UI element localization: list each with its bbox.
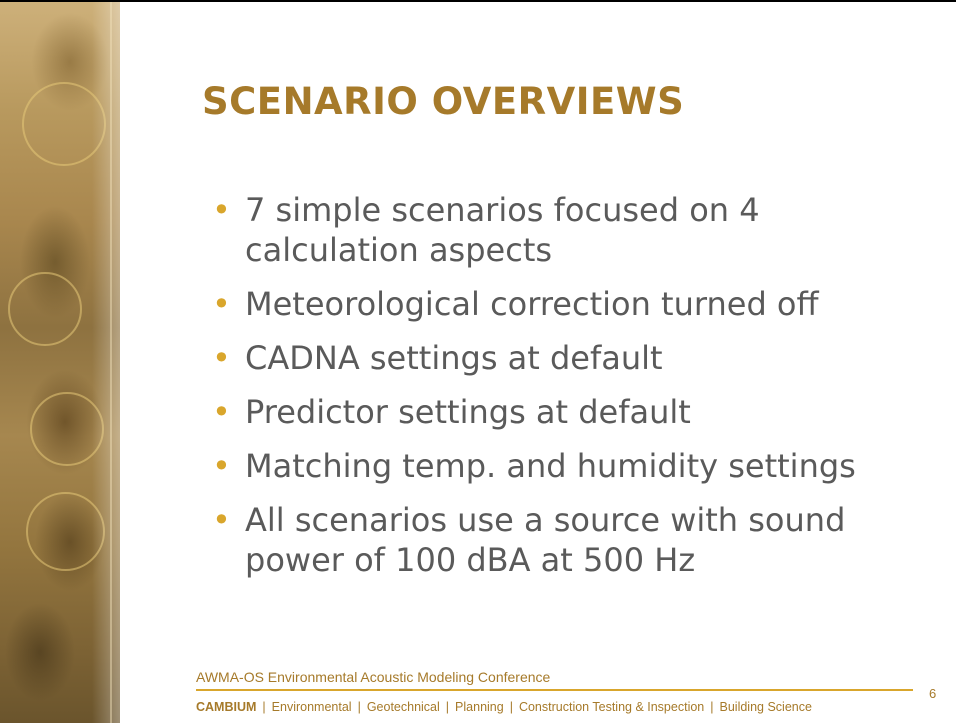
bullet-dot-icon: •: [212, 501, 231, 539]
footer-brand: CAMBIUM: [196, 700, 257, 714]
bullet-text: CADNA settings at default: [245, 339, 663, 377]
slide-title: SCENARIO OVERVIEWS: [202, 80, 685, 123]
bullet-dot-icon: •: [212, 393, 231, 431]
footer-service: Construction Testing & Inspection: [518, 700, 705, 714]
bullet-item: • Matching temp. and humidity settings: [212, 446, 932, 486]
decorative-ring: [30, 392, 104, 466]
bullet-text: Predictor settings at default: [245, 393, 691, 431]
footer-service: Planning: [455, 700, 504, 714]
footer-separator: |: [357, 700, 361, 714]
footer-services: CAMBIUM | Environmental | Geotechnical | Plann…: [196, 700, 812, 714]
bullet-dot-icon: •: [212, 339, 231, 377]
bullet-dot-icon: •: [212, 191, 231, 229]
footer-service: Geotechnical: [366, 700, 440, 714]
page-number: 6: [929, 686, 937, 701]
footer-separator: |: [262, 700, 266, 714]
conference-name: AWMA-OS Environmental Acoustic Modeling …: [196, 669, 551, 685]
footer-service: Environmental: [271, 700, 352, 714]
bullet-dot-icon: •: [212, 285, 231, 323]
bullet-list: • 7 simple scenarios focused on 4 calcula…: [212, 190, 932, 594]
bullet-item: • 7 simple scenarios focused on 4 calcula…: [212, 190, 932, 270]
decorative-ring: [8, 272, 82, 346]
footer-service: Building Science: [719, 700, 812, 714]
strip-fade: [92, 2, 120, 723]
bullet-text: 7 simple scenarios focused on 4 calculat…: [245, 191, 760, 269]
bullet-text: Matching temp. and humidity settings: [245, 447, 856, 485]
footer-rule: [196, 689, 913, 691]
bullet-dot-icon: •: [212, 447, 231, 485]
bullet-item: • All scenarios use a source with sound p…: [212, 500, 932, 580]
photo-collage-strip: [0, 2, 120, 723]
footer-separator: |: [509, 700, 513, 714]
bullet-text: Meteorological correction turned off: [245, 285, 819, 323]
footer-separator: |: [445, 700, 450, 714]
strip-divider: [110, 2, 112, 723]
footer-separator: |: [710, 700, 714, 714]
decorative-ring: [22, 82, 106, 166]
bullet-item: • Predictor settings at default: [212, 392, 932, 432]
bullet-item: • Meteorological correction turned off: [212, 284, 932, 324]
decorative-ring: [26, 492, 105, 571]
bullet-text: All scenarios use a source with sound po…: [245, 501, 846, 579]
bullet-item: • CADNA settings at default: [212, 338, 932, 378]
